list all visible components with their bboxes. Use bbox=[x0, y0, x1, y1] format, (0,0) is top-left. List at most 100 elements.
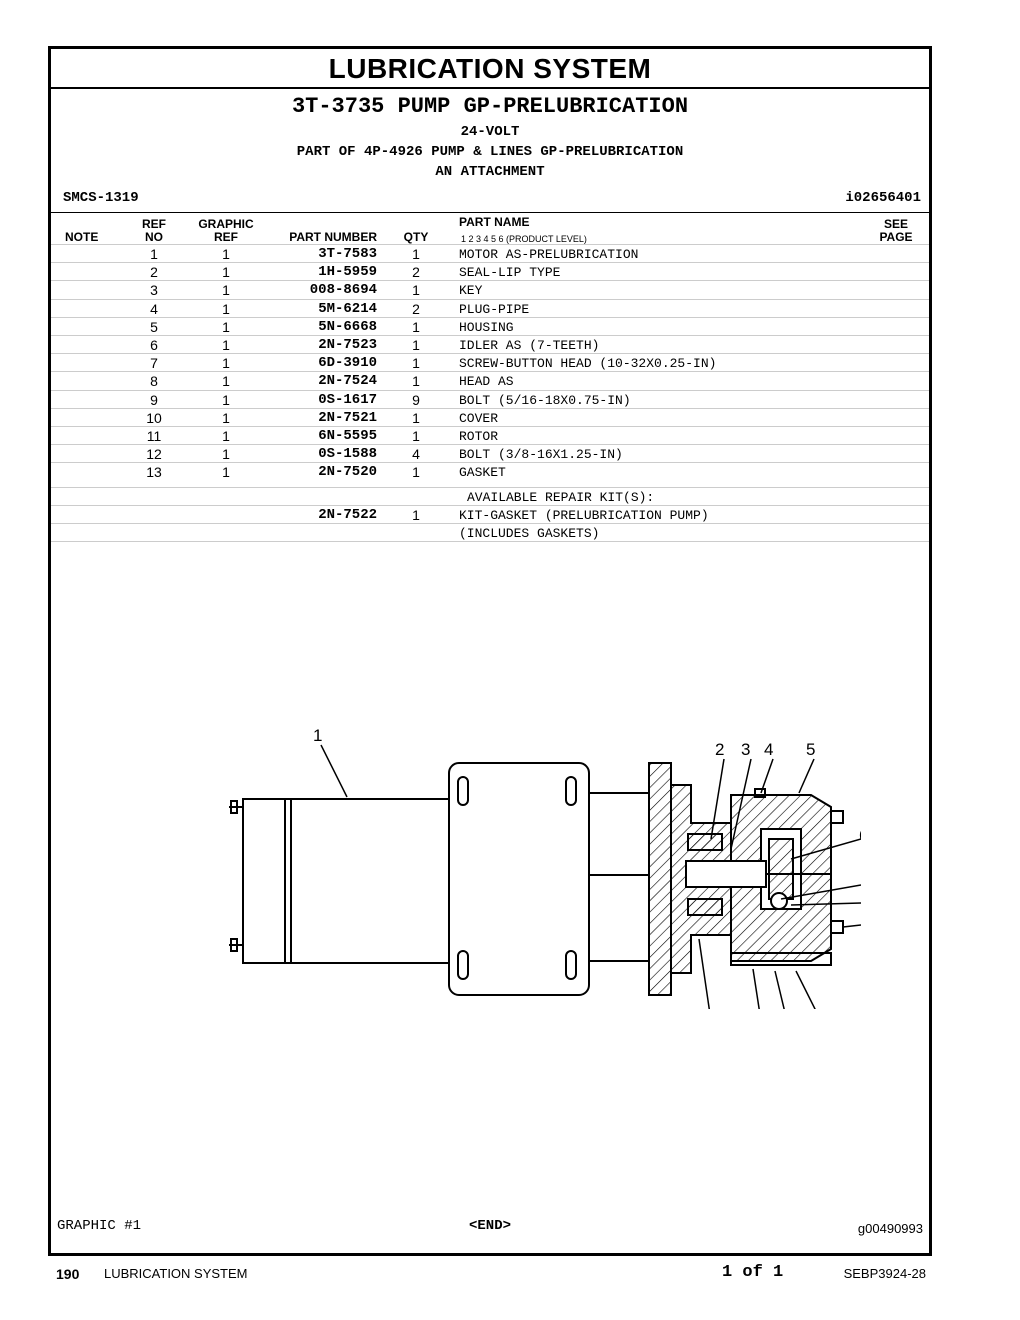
quantity: 1 bbox=[412, 506, 420, 523]
graphic-ref: 1 bbox=[222, 391, 230, 408]
quantity: 9 bbox=[412, 391, 420, 408]
footer-section: LUBRICATION SYSTEM bbox=[104, 1266, 248, 1281]
page-title: LUBRICATION SYSTEM bbox=[51, 49, 929, 89]
part-name: GASKET bbox=[459, 465, 506, 481]
product-level-label: 1 2 3 4 5 6 (PRODUCT LEVEL) bbox=[461, 234, 587, 244]
attachment-label: AN ATTACHMENT bbox=[435, 164, 545, 180]
header-divider bbox=[51, 212, 929, 213]
part-name: BOLT (3/8-16X1.25-IN) bbox=[459, 447, 623, 463]
quantity: 1 bbox=[412, 428, 420, 444]
ref-no: 11 bbox=[146, 428, 162, 444]
ref-no: 9 bbox=[150, 391, 158, 408]
footer-page-number: 190 bbox=[56, 1266, 80, 1282]
part-number: 3T-7583 bbox=[318, 246, 377, 262]
graphic-ref: 1 bbox=[222, 464, 230, 481]
part-name: HEAD AS bbox=[459, 374, 514, 390]
table-row: 2N-7522 1 KIT-GASKET (PRELUBRICATION PUMP) bbox=[51, 504, 929, 524]
quantity: 2 bbox=[412, 300, 420, 317]
graphic-ref: 1 bbox=[222, 318, 230, 335]
callout-label: 5 bbox=[806, 740, 815, 759]
part-number: 1H-5959 bbox=[318, 264, 377, 281]
callout-label: 2 bbox=[715, 740, 724, 759]
part-number: 0S-1588 bbox=[318, 446, 377, 463]
quantity: 2 bbox=[412, 264, 420, 281]
end-marker: <END> bbox=[468, 1218, 511, 1234]
part-number: 2N-7523 bbox=[318, 337, 377, 353]
quantity: 1 bbox=[412, 318, 420, 335]
ref-no: 2 bbox=[150, 264, 158, 281]
table-row: 9 1 0S-1617 9 BOLT (5/16-18X0.75-IN) bbox=[51, 389, 929, 409]
graphic-ref: 1 bbox=[222, 446, 230, 463]
part-name: PLUG-PIPE bbox=[459, 301, 530, 317]
quantity: 1 bbox=[412, 337, 420, 353]
col-see-header: SEE bbox=[883, 217, 908, 231]
part-number: 0S-1617 bbox=[318, 391, 377, 408]
part-name: COVER bbox=[459, 410, 499, 426]
part-name: MOTOR AS-PRELUBRICATION bbox=[459, 247, 639, 262]
part-number: 2N-7522 bbox=[318, 506, 377, 523]
col-qty-header: QTY bbox=[403, 230, 429, 244]
ref-no: 10 bbox=[146, 409, 162, 426]
graphic-ref: 1 bbox=[222, 337, 230, 353]
ref-no: 4 bbox=[150, 300, 158, 317]
part-number: 5M-6214 bbox=[318, 300, 377, 317]
graphic-ref: 1 bbox=[222, 373, 230, 390]
graphic-id: g00490993 bbox=[857, 1221, 923, 1236]
callout-label: 6 bbox=[859, 826, 861, 845]
graphic-ref: 1 bbox=[222, 246, 230, 262]
quantity: 1 bbox=[412, 464, 420, 481]
footer-doc-id: SEBP3924-28 bbox=[843, 1266, 926, 1281]
part-name: HOUSING bbox=[459, 319, 514, 335]
ref-no: 6 bbox=[150, 337, 158, 353]
part-number: 2N-7520 bbox=[318, 464, 377, 481]
part-name: KEY bbox=[459, 283, 483, 299]
quantity: 4 bbox=[412, 446, 420, 463]
quantity: 1 bbox=[412, 355, 420, 372]
graphic-ref: 1 bbox=[222, 282, 230, 299]
ref-no: 7 bbox=[150, 355, 158, 372]
col-ref-header: REF bbox=[142, 217, 166, 231]
table-row: (INCLUDES GASKETS) bbox=[51, 522, 929, 542]
part-name: KIT-GASKET (PRELUBRICATION PUMP) bbox=[459, 507, 709, 523]
part-number: 2N-7521 bbox=[318, 409, 377, 426]
table-row: 6 1 2N-7523 1 IDLER AS (7-TEETH) bbox=[51, 335, 929, 354]
graphic-ref: 1 bbox=[222, 355, 230, 372]
col-page-header: PAGE bbox=[879, 230, 913, 244]
table-row: 1 1 3T-7583 1 MOTOR AS-PRELUBRICATION bbox=[51, 244, 929, 263]
ref-no: 13 bbox=[146, 464, 162, 481]
col-graphic-ref-header: REF bbox=[214, 230, 238, 244]
table-row: 2 1 1H-5959 2 SEAL-LIP TYPE bbox=[51, 262, 929, 281]
ref-no: 5 bbox=[150, 318, 158, 335]
col-no-header: NO bbox=[145, 230, 163, 244]
col-part-name-header: PART NAME bbox=[459, 215, 530, 229]
part-name: SEAL-LIP TYPE bbox=[459, 265, 561, 281]
part-number: 6D-3910 bbox=[318, 355, 377, 372]
ref-no: 1 bbox=[150, 246, 158, 262]
ref-no: 8 bbox=[150, 373, 158, 390]
callout-label: 3 bbox=[741, 740, 750, 759]
col-graphic-header: GRAPHIC bbox=[198, 217, 254, 231]
quantity: 1 bbox=[412, 282, 420, 299]
graphic-ref: 1 bbox=[222, 428, 230, 444]
part-number: 6N-5595 bbox=[318, 428, 377, 444]
col-part-number-header: PART NUMBER bbox=[289, 230, 377, 244]
ref-no: 3 bbox=[150, 282, 158, 299]
part-name: IDLER AS (7-TEETH) bbox=[459, 338, 600, 353]
quantity: 1 bbox=[412, 246, 420, 262]
repair-kit-note: (INCLUDES GASKETS) bbox=[459, 525, 600, 541]
quantity: 1 bbox=[412, 409, 420, 426]
table-row: AVAILABLE REPAIR KIT(S): bbox=[51, 486, 929, 506]
repair-kit-heading: AVAILABLE REPAIR KIT(S): bbox=[467, 489, 655, 505]
col-note-header: NOTE bbox=[65, 230, 99, 244]
page-frame: LUBRICATION SYSTEM 3T-3735 PUMP GP-PRELU… bbox=[48, 46, 932, 1256]
graphic-ref: 1 bbox=[222, 264, 230, 281]
part-name: BOLT (5/16-18X0.75-IN) bbox=[459, 392, 631, 408]
callout-label: 4 bbox=[764, 740, 773, 759]
part-name: ROTOR bbox=[459, 429, 499, 444]
